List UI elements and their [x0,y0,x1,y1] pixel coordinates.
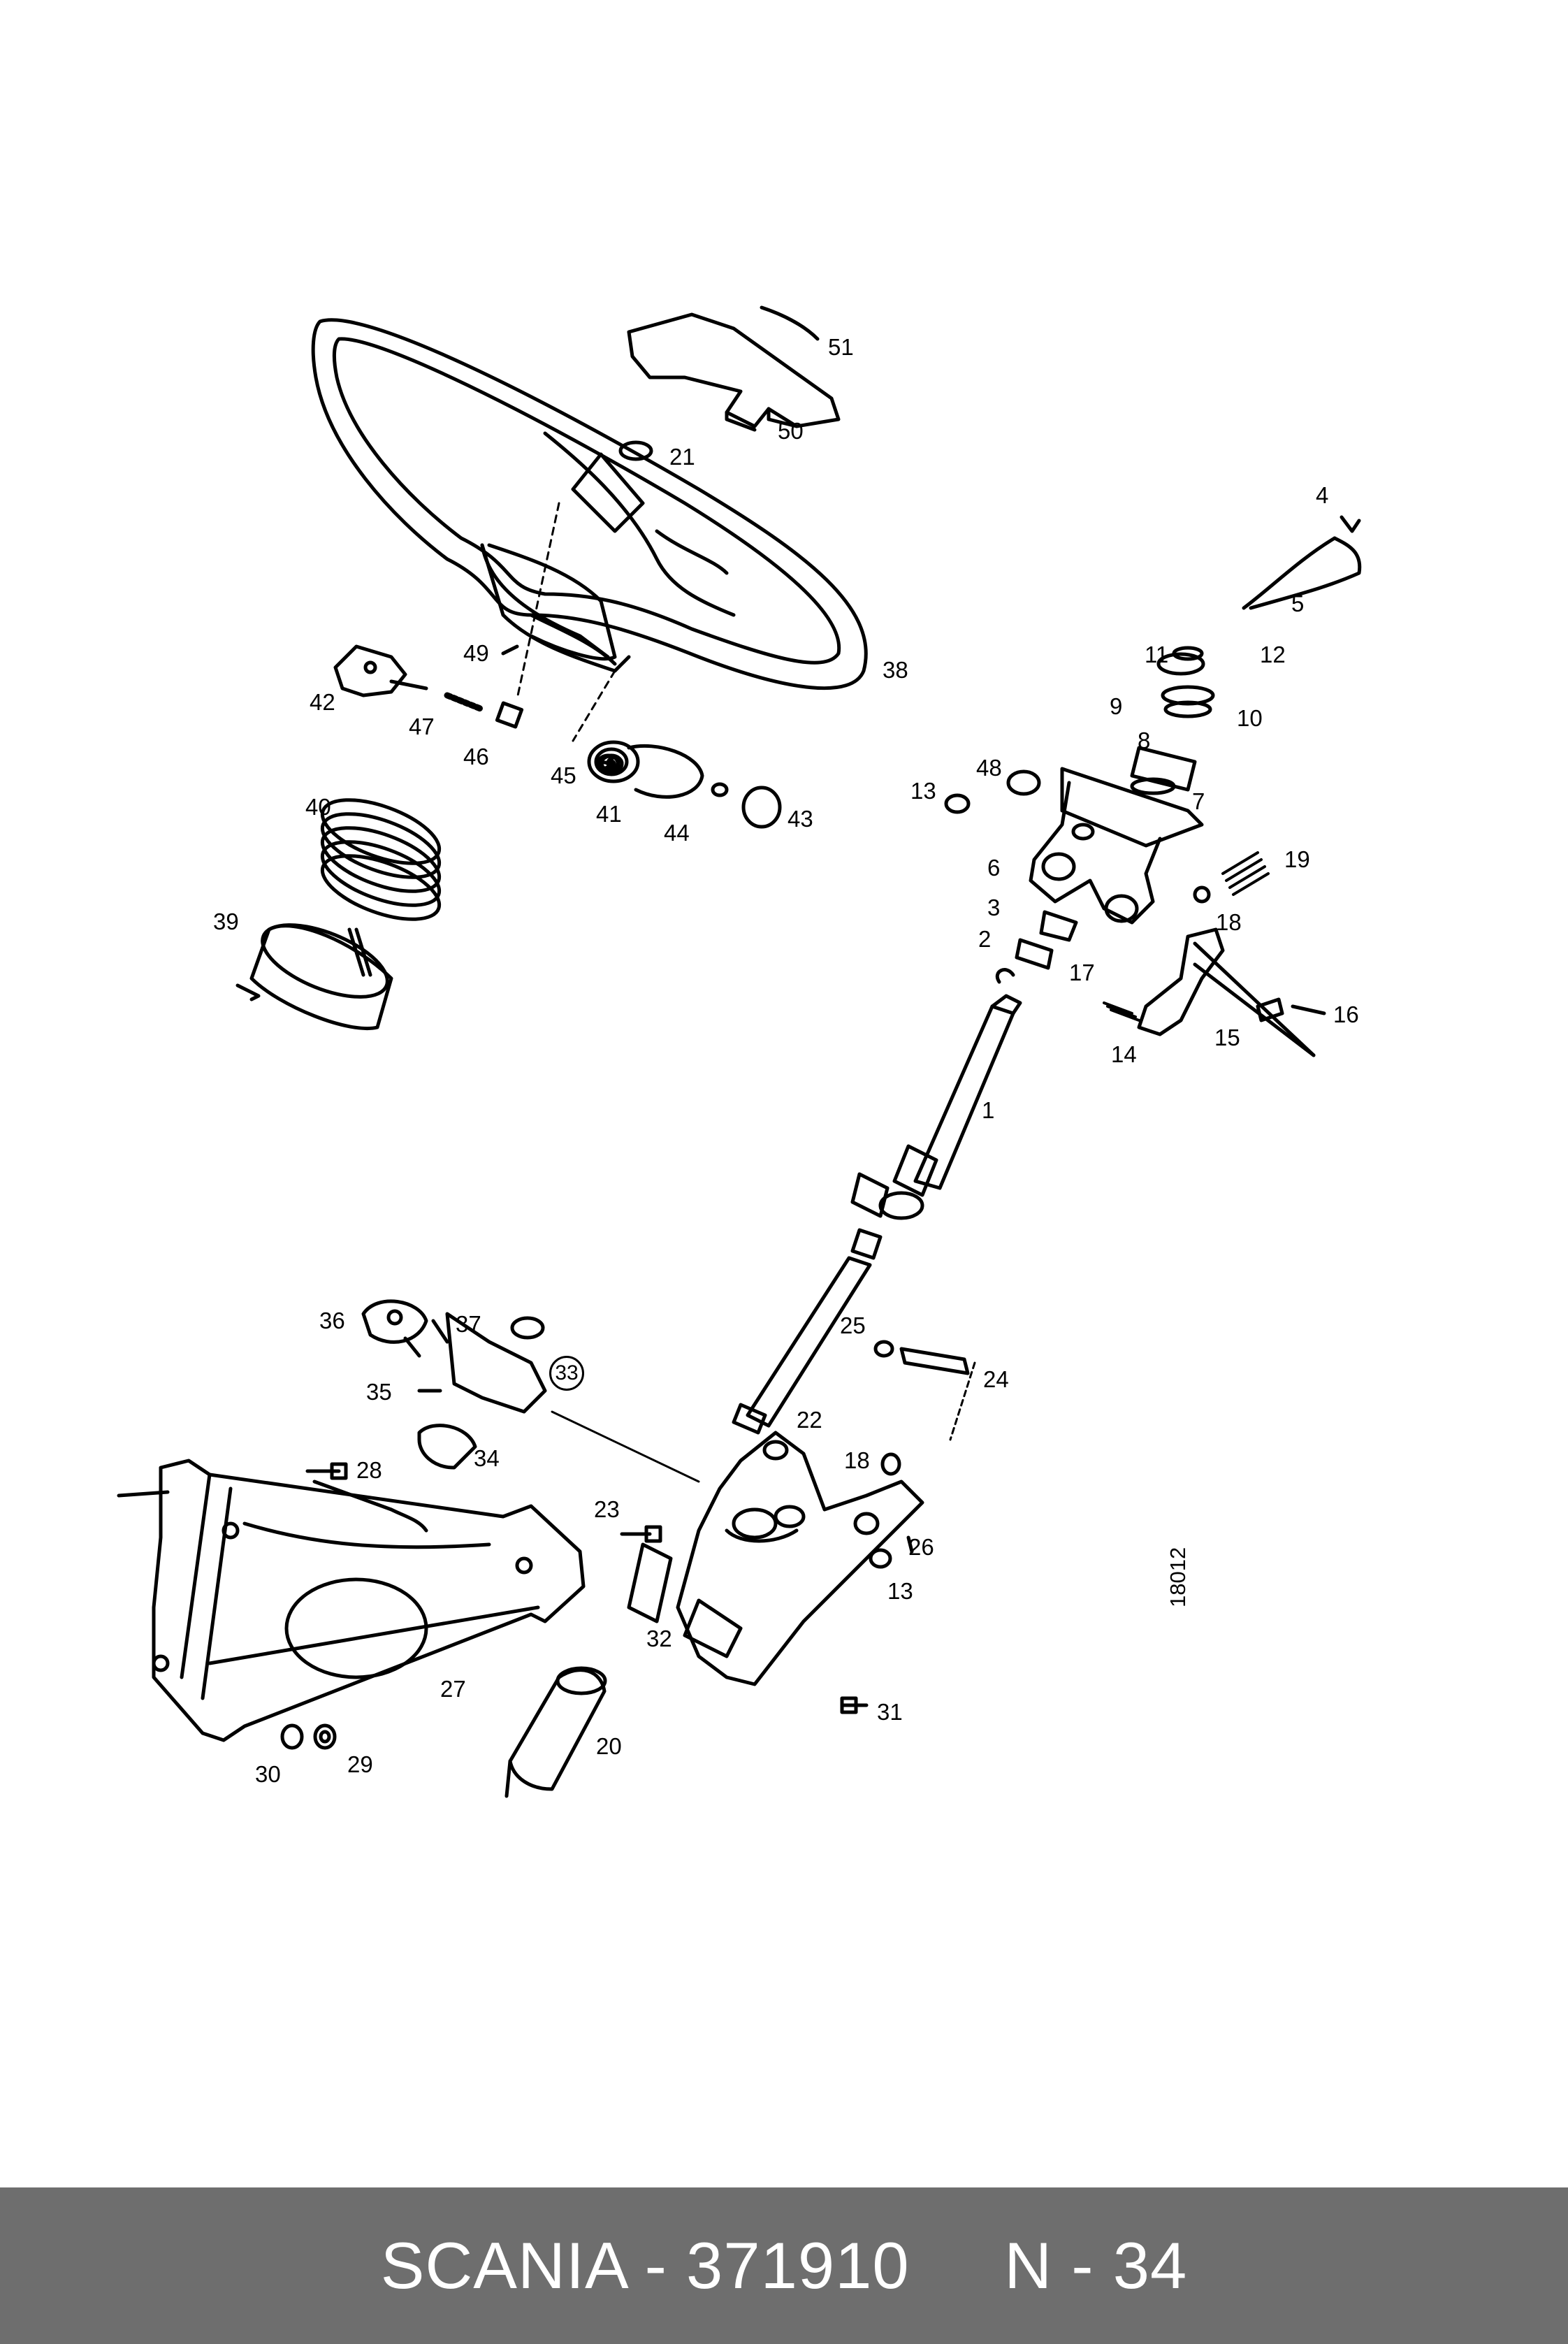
callout-25: 25 [840,1312,866,1338]
washer-45 [600,754,620,772]
bolt-28 [305,1462,348,1480]
callout-39: 39 [213,909,239,934]
drawing-number: 18012 [1166,1547,1190,1607]
callout-21: 21 [669,444,695,470]
callout-13-upper: 13 [910,778,936,804]
callout-33: 33 [549,1356,584,1391]
lower-column-bracket [627,1431,924,1686]
diagram-drawing [117,305,1362,1798]
callout-49: 49 [463,640,489,666]
center-line-2 [572,670,616,742]
callout-1: 1 [982,1097,995,1123]
callout-37: 37 [456,1311,481,1337]
callout-19: 19 [1284,846,1310,872]
callout-18-lower: 18 [844,1447,870,1473]
callout-51: 51 [828,334,854,360]
callout-48: 48 [976,755,1002,781]
callout-14: 14 [1111,1041,1137,1067]
callout-30: 30 [255,1761,281,1787]
callout-36: 36 [319,1308,345,1333]
callout-12: 12 [1260,642,1286,667]
spring-19 [1221,851,1270,896]
callout-27: 27 [440,1676,466,1702]
callout-28: 28 [356,1457,382,1483]
exploded-parts-diagram: 1 2 3 4 5 6 7 8 9 10 11 12 13 13 14 15 1… [117,305,1362,1798]
footer-part-number: SCANIA - 371910 N - 34 [380,2229,1188,2302]
callout-50: 50 [778,418,804,444]
ignition-lock [361,1299,700,1483]
adjust-lever [1103,885,1326,1057]
lower-small-parts [620,1340,976,1714]
callout-13-lower: 13 [887,1578,913,1604]
callout-42: 42 [310,689,335,715]
callout-2: 2 [978,926,992,952]
callout-24: 24 [983,1366,1009,1392]
callout-20: 20 [596,1733,622,1759]
callout-23: 23 [594,1496,620,1522]
callout-3: 3 [987,895,1001,920]
callout-43: 43 [787,806,813,832]
center-cover [627,305,841,432]
nut-21 [618,440,653,461]
callout-11: 11 [1145,642,1169,667]
callout-35: 35 [366,1379,392,1405]
callout-45: 45 [551,762,576,788]
callout-10: 10 [1237,705,1263,731]
callout-29: 29 [347,1751,373,1777]
footer-bar: SCANIA - 371910 N - 34 [0,2187,1568,2344]
callout-44: 44 [664,820,690,846]
callout-4: 4 [1316,482,1329,508]
bracket-small-parts [944,769,1078,984]
washers-29-30 [280,1723,337,1750]
callout-47: 47 [409,714,435,739]
callout-6: 6 [987,855,1001,881]
contact-hub [235,923,393,1030]
column-support-bracket [117,1459,586,1742]
contact-spring-ring [320,798,442,921]
center-line [516,502,560,700]
column-boot [504,1666,607,1798]
column-bracket [1029,515,1362,925]
callout-26: 26 [908,1534,934,1560]
callout-17: 17 [1069,960,1095,985]
callout-40: 40 [305,794,331,820]
callout-46: 46 [463,744,489,769]
callout-7: 7 [1192,788,1205,814]
callout-9: 9 [1110,693,1123,719]
callout-18-upper: 18 [1216,909,1242,935]
callout-31: 31 [877,1699,903,1725]
steering-column-shaft [732,994,1022,1435]
steering-wheel [311,318,868,690]
callout-34: 34 [474,1445,500,1471]
callout-38: 38 [883,657,908,683]
callout-15: 15 [1214,1025,1240,1050]
callout-41: 41 [596,801,622,827]
callout-5: 5 [1291,591,1305,616]
callout-32: 32 [646,1626,672,1651]
callout-8: 8 [1138,728,1151,753]
horn-switch-assembly [333,644,524,729]
callout-16: 16 [1333,1001,1359,1027]
callout-22: 22 [797,1407,822,1433]
